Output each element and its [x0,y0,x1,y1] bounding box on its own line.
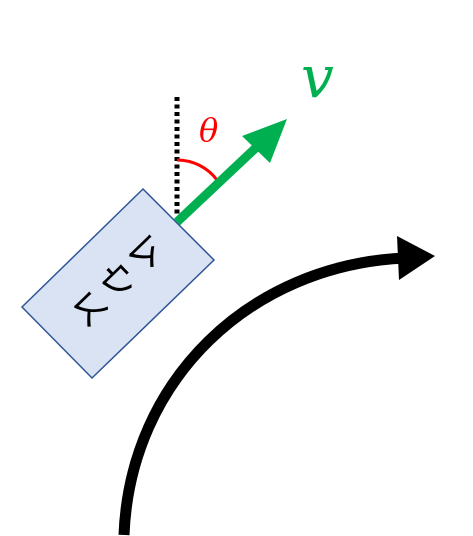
velocity-arrow [173,119,287,226]
arrow-up-right-icon [242,119,287,163]
movement-path-curve [118,252,406,536]
velocity-arrow-shaft [173,138,266,226]
angle-label: θ [199,111,218,149]
angle-arc [176,158,219,181]
curved-arrow-icon [397,236,435,280]
movement-path [118,236,435,536]
mouse-box-shape [20,187,216,380]
velocity-label: v [301,43,334,111]
